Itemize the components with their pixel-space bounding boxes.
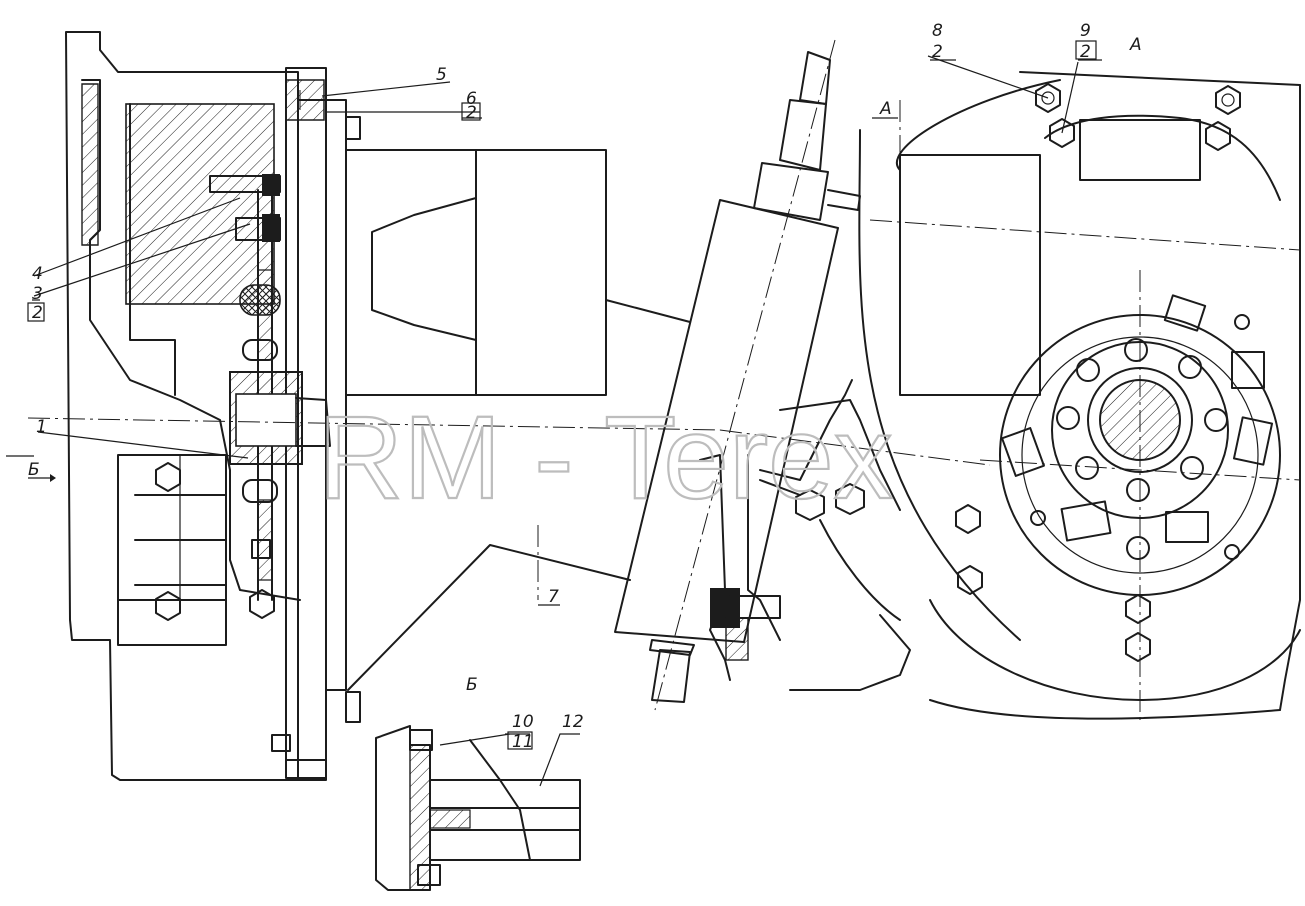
leaders <box>6 55 1102 787</box>
housing-section <box>65 31 361 781</box>
view-a-arrow-label: А <box>879 99 892 119</box>
callout-6-sub: 2 <box>466 103 477 123</box>
mount-block <box>117 454 227 646</box>
callout-8-sub: 2 <box>932 42 943 62</box>
callout-4: 4 <box>32 264 43 284</box>
callout-3-sub: 2 <box>32 303 43 323</box>
hex-nut <box>795 489 825 521</box>
view-a <box>789 71 1301 720</box>
hex-nut <box>1205 121 1231 151</box>
hex-bolt-8 <box>1035 83 1061 113</box>
callout-9-sub: 2 <box>1080 42 1091 62</box>
hatched-casting <box>125 103 275 305</box>
bracket <box>699 379 901 681</box>
hex-nut <box>835 483 865 515</box>
hex-bolt <box>1215 85 1241 115</box>
callout-9: 9 <box>1080 21 1091 41</box>
callout-7: 7 <box>548 587 559 607</box>
callout-10-sub: 11 <box>512 732 534 752</box>
hex-bolt <box>155 591 181 621</box>
callout-1: 1 <box>36 417 47 437</box>
callout-8: 8 <box>932 21 943 41</box>
callout-5: 5 <box>436 65 447 85</box>
callout-10: 10 <box>512 712 534 732</box>
callout-12: 12 <box>562 712 584 732</box>
motor-body <box>345 149 691 691</box>
view-b-title: Б <box>466 675 478 695</box>
view-a-label: А <box>1129 35 1142 55</box>
watermark: RM - Terex <box>318 392 893 524</box>
elastic-element <box>239 284 281 316</box>
view-b <box>375 725 581 891</box>
callout-3: 3 <box>32 284 43 304</box>
coupling-disk <box>209 174 331 601</box>
hex-nut-9 <box>1049 118 1075 148</box>
hex-bolt <box>155 462 181 492</box>
center-axes <box>27 90 991 600</box>
view-b-arrow-label: Б <box>28 460 40 480</box>
inclined-cylinder <box>614 39 861 711</box>
labels: 1 4 3 2 5 6 2 7 8 2 9 2 10 11 12 А А Б Б <box>27 21 1142 752</box>
callout-6: 6 <box>466 89 477 109</box>
hex-bolt <box>249 589 275 619</box>
